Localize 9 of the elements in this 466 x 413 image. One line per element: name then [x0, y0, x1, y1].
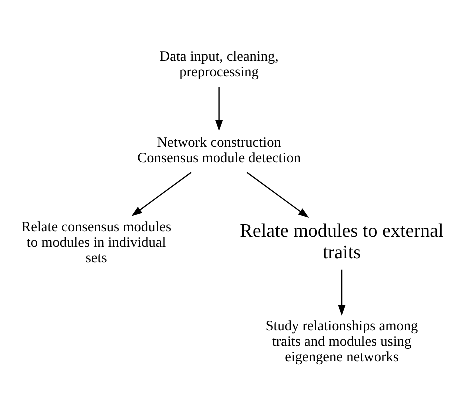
- node-text: Study relationships among traits and modules using eigengene networks: [266, 318, 418, 365]
- node-text: Data input, cleaning, preprocessing: [160, 48, 279, 80]
- arrow: [246, 172, 310, 218]
- node-text: Network construction Consensus module detection: [138, 134, 302, 166]
- arrow: [338, 269, 346, 316]
- arrow: [216, 86, 224, 131]
- arrow: [132, 172, 192, 216]
- node-text: Relate consensus modules to modules in individual sets: [22, 219, 172, 266]
- node-text: Relate modules to external traits: [240, 220, 444, 264]
